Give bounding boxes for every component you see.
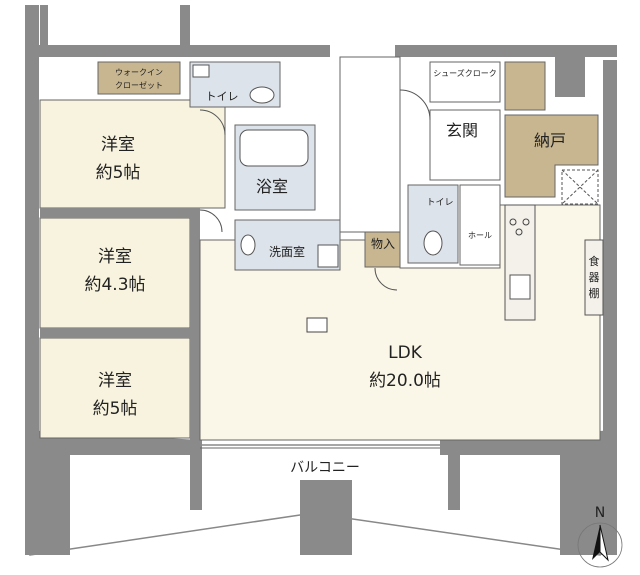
vent-icon — [306, 317, 328, 333]
ldk-name: LDK — [388, 343, 423, 363]
wall-bedroom-right — [190, 208, 200, 443]
bath-label: 浴室 — [256, 177, 288, 196]
washroom-label: 洗面室 — [269, 244, 305, 259]
door-swing — [374, 267, 398, 291]
door-swing — [399, 89, 431, 121]
column-bottom-right — [560, 440, 617, 555]
hall-area — [459, 184, 501, 266]
toilet2-bowl-icon — [423, 230, 443, 256]
sink-icon — [240, 234, 256, 256]
bedroom1-floor — [39, 99, 226, 209]
hall-label: ホール — [468, 231, 492, 240]
bedroom3-size: 約5帖 — [93, 399, 138, 419]
shoe-cloak — [429, 61, 501, 103]
wall-left — [25, 5, 39, 550]
column-balcony-left — [190, 440, 202, 510]
corridor — [339, 56, 401, 233]
stove-burner-icon — [515, 228, 523, 236]
walkin-closet — [97, 61, 181, 95]
compass-label: N — [595, 505, 605, 521]
nando-upper — [504, 61, 546, 111]
wall-top-left — [25, 45, 185, 57]
washer-icon — [317, 244, 339, 268]
wall-bedroom-divider2 — [40, 328, 190, 338]
toilet2-label: トイレ — [426, 198, 453, 208]
bedroom2-size: 約4.3帖 — [84, 275, 145, 295]
compass-icon — [577, 522, 623, 568]
bedroom1-name: 洋室 — [101, 135, 135, 155]
fridge-cross — [561, 169, 599, 205]
toilet1-bowl-icon — [249, 86, 275, 104]
stove-burner-icon — [522, 218, 530, 226]
balcony-label: バルコニー — [290, 460, 360, 476]
wall-bedroom-divider1 — [40, 208, 190, 218]
pantry-label-1: 食 — [589, 254, 600, 268]
entrance-room — [429, 109, 501, 181]
column-top-right — [555, 57, 585, 97]
column-bottom-left — [25, 440, 70, 555]
toilet1-tank-icon — [192, 64, 210, 78]
column-top — [180, 5, 190, 55]
pantry-label-3: 棚 — [589, 286, 600, 300]
bedroom3-name: 洋室 — [98, 371, 132, 391]
pantry-label-2: 器 — [589, 271, 600, 284]
pantry-shelf — [584, 239, 604, 316]
fridge-cross — [561, 169, 599, 205]
column-balcony-center — [300, 480, 352, 555]
storage-label: 物入 — [371, 237, 395, 251]
bedroom2-floor — [39, 217, 191, 329]
kitchen-counter — [504, 204, 536, 321]
column-top-left — [40, 5, 48, 55]
stove-burner-icon — [509, 218, 517, 226]
door-swing — [199, 209, 223, 233]
bathtub-icon — [239, 129, 309, 167]
wall-top-mid — [185, 45, 330, 57]
walkin-label-2: クローゼット — [115, 80, 163, 90]
bedroom3-floor — [39, 337, 191, 439]
bedroom1-size: 約5帖 — [96, 163, 141, 183]
kitchen-sink-icon — [509, 274, 531, 300]
nando-label: 納戸 — [534, 131, 566, 150]
entrance-label: 玄関 — [446, 121, 478, 140]
ldk-size: 約20.0帖 — [369, 371, 441, 391]
walkin-label-1: ウォークイン — [115, 68, 163, 77]
bedroom2-name: 洋室 — [98, 247, 132, 267]
toilet1-label: トイレ — [206, 90, 239, 103]
wall-top-right — [395, 45, 617, 57]
shoes-label: シューズクローク — [433, 68, 497, 78]
door-swing — [199, 109, 226, 136]
nando-room — [504, 114, 599, 198]
column-balcony-right — [448, 440, 460, 510]
